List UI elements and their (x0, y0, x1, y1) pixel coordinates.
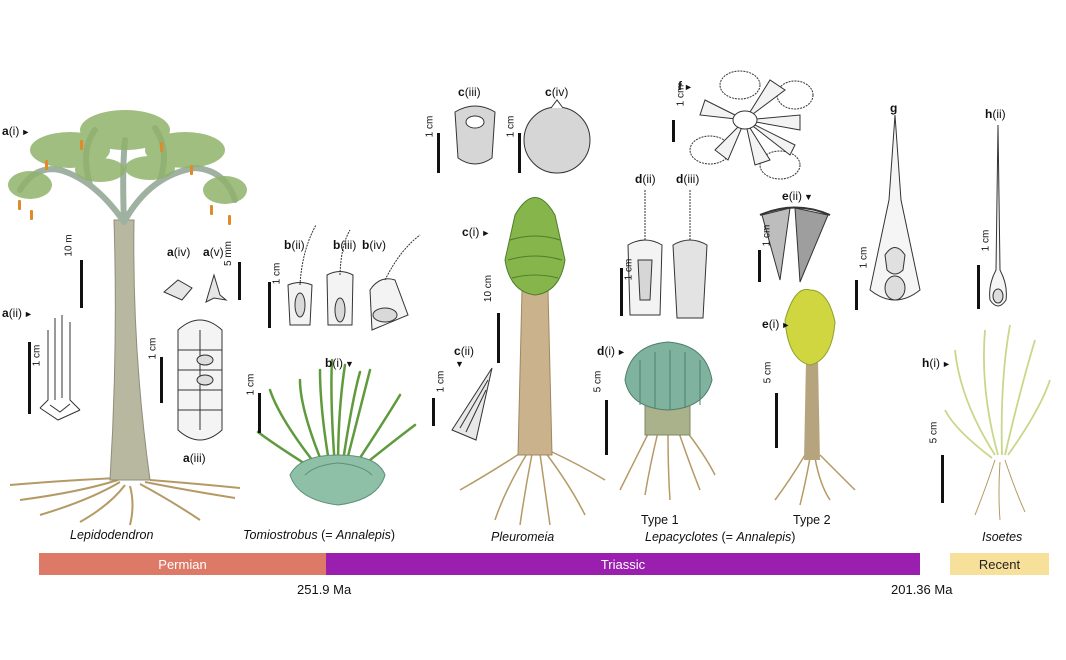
c-ii-drawing (451, 367, 493, 441)
lepidodendron-trunk (109, 219, 151, 481)
label-c-iii: c(iii) (458, 85, 481, 99)
label-a-iv: a(iv) (167, 245, 191, 259)
label-d-ii: d(ii) (635, 172, 656, 186)
scale-bar-e-i: 5 cm (762, 362, 778, 448)
scale-bar-c-ii: 1 cm (432, 371, 446, 426)
c-iii-drawing (454, 105, 496, 165)
scale-bar-c-iii: 1 cm (424, 116, 440, 173)
scale-bar-5mm: 5 mm (223, 241, 241, 300)
label-h-i: h(i)► (922, 356, 951, 370)
scale-bar-d-ii: 1 cm (620, 259, 634, 316)
scale-bar-c-iv: 1 cm (505, 116, 521, 173)
label-f: f► (678, 79, 693, 93)
scale-bar-d-i: 5 cm (592, 371, 608, 455)
taxon-lepacyclotes: Lepacyclotes (= Annalepis) (645, 530, 796, 544)
arrow-right-icon: ► (21, 127, 31, 137)
scale-bar-a-ii: 1 cm (28, 342, 42, 414)
period-recent: Recent (950, 553, 1049, 575)
arrow-c-ii: ▼ (455, 359, 464, 369)
label-b-iii: b(iii) (333, 238, 357, 252)
lepidodendron-cones (18, 140, 231, 225)
b-ii-drawing (287, 224, 317, 326)
arrow-right-icon: ► (781, 320, 791, 330)
label-g: g (890, 101, 898, 115)
period-triassic: Triassic (326, 553, 920, 575)
b-iv-drawing (369, 234, 421, 331)
e-i-lepacyclotes-type2-plant (774, 288, 856, 506)
label-a-ii: a(ii)► (2, 306, 33, 320)
scale-bar-h-i: 5 cm (928, 422, 944, 503)
arrow-right-icon: ► (942, 359, 951, 369)
g-drawing (869, 114, 921, 301)
lepidodendron-tree (8, 110, 247, 526)
c-iv-drawing (523, 99, 591, 174)
label-d-iii: d(iii) (676, 172, 700, 186)
d-ii-drawing (627, 190, 663, 316)
f-drawing (689, 70, 814, 180)
arrow-down-icon: ▼ (345, 359, 354, 369)
a-iv-drawing (163, 279, 193, 301)
b-iii-drawing (326, 229, 354, 326)
arrow-right-icon: ► (684, 82, 693, 92)
scale-bar-10m: 10 m (64, 234, 83, 308)
label-c-i: c(i)► (462, 225, 491, 239)
label-a-iii: a(iii) (183, 451, 206, 465)
b-i-tomiostrobus-plant (256, 358, 417, 506)
scale-bar-e-ii: 1 cm (758, 225, 772, 282)
age-triassic-jurassic: 201.36 Ma (891, 582, 953, 597)
label-a-i: a(i)► (2, 124, 31, 138)
scale-bar-c-i: 10 cm (483, 275, 500, 363)
d-iii-drawing (672, 190, 708, 319)
h-i-isoetes-plant (944, 324, 1051, 521)
label-h-ii: h(ii) (985, 107, 1006, 121)
scale-bar-a-iii: 1 cm (147, 338, 163, 403)
a-v-drawing (205, 273, 228, 303)
scale-bar-g: 1 cm (855, 247, 869, 310)
h-ii-drawing (989, 124, 1007, 307)
a-iii-strobilus (177, 319, 223, 441)
label-a-v: a(v) (203, 245, 224, 259)
lepidodendron-roots (9, 477, 241, 526)
arrow-right-icon: ► (24, 309, 33, 319)
e-ii-drawing (759, 206, 831, 283)
c-i-pleuromeia-plant (459, 197, 606, 526)
scale-bar-b-ii: 1 cm (268, 263, 282, 328)
arrow-right-icon: ► (481, 228, 491, 238)
lepidodendron-foliage (8, 110, 247, 204)
taxon-isoetes: Isoetes (982, 530, 1023, 544)
label-d-i: d(i)► (597, 344, 626, 358)
d-i-lepacyclotes-type1-plant (619, 341, 716, 501)
taxon-lepidodendron: Lepidodendron (70, 528, 154, 542)
age-permian-triassic: 251.9 Ma (297, 582, 352, 597)
scale-bar-f: 1 cm (672, 85, 686, 142)
label-c-iv: c(iv) (545, 85, 569, 99)
label-b-i: b(i)▼ (325, 356, 354, 370)
arrow-right-icon: ► (617, 347, 626, 357)
scale-bar-h-ii: 1 cm (977, 230, 991, 309)
label-e-ii: e(ii)▼ (782, 189, 813, 203)
taxon-pleuromeia: Pleuromeia (491, 530, 555, 544)
label-e-i: e(i)► (762, 317, 791, 331)
label-b-iv: b(iv) (362, 238, 387, 252)
label-c-ii: c(ii) (454, 344, 475, 358)
arrow-down-icon: ▼ (804, 192, 813, 202)
period-permian: Permian (39, 553, 326, 575)
label-b-ii: b(ii) (284, 238, 305, 252)
scale-bar-b-i: 1 cm (245, 374, 261, 433)
taxon-tomiostrobus: Tomiostrobus (= Annalepis) (243, 528, 396, 542)
taxon-type2: Type 2 (793, 513, 831, 527)
a-ii-drawing (39, 315, 81, 421)
taxon-type1: Type 1 (641, 513, 679, 527)
